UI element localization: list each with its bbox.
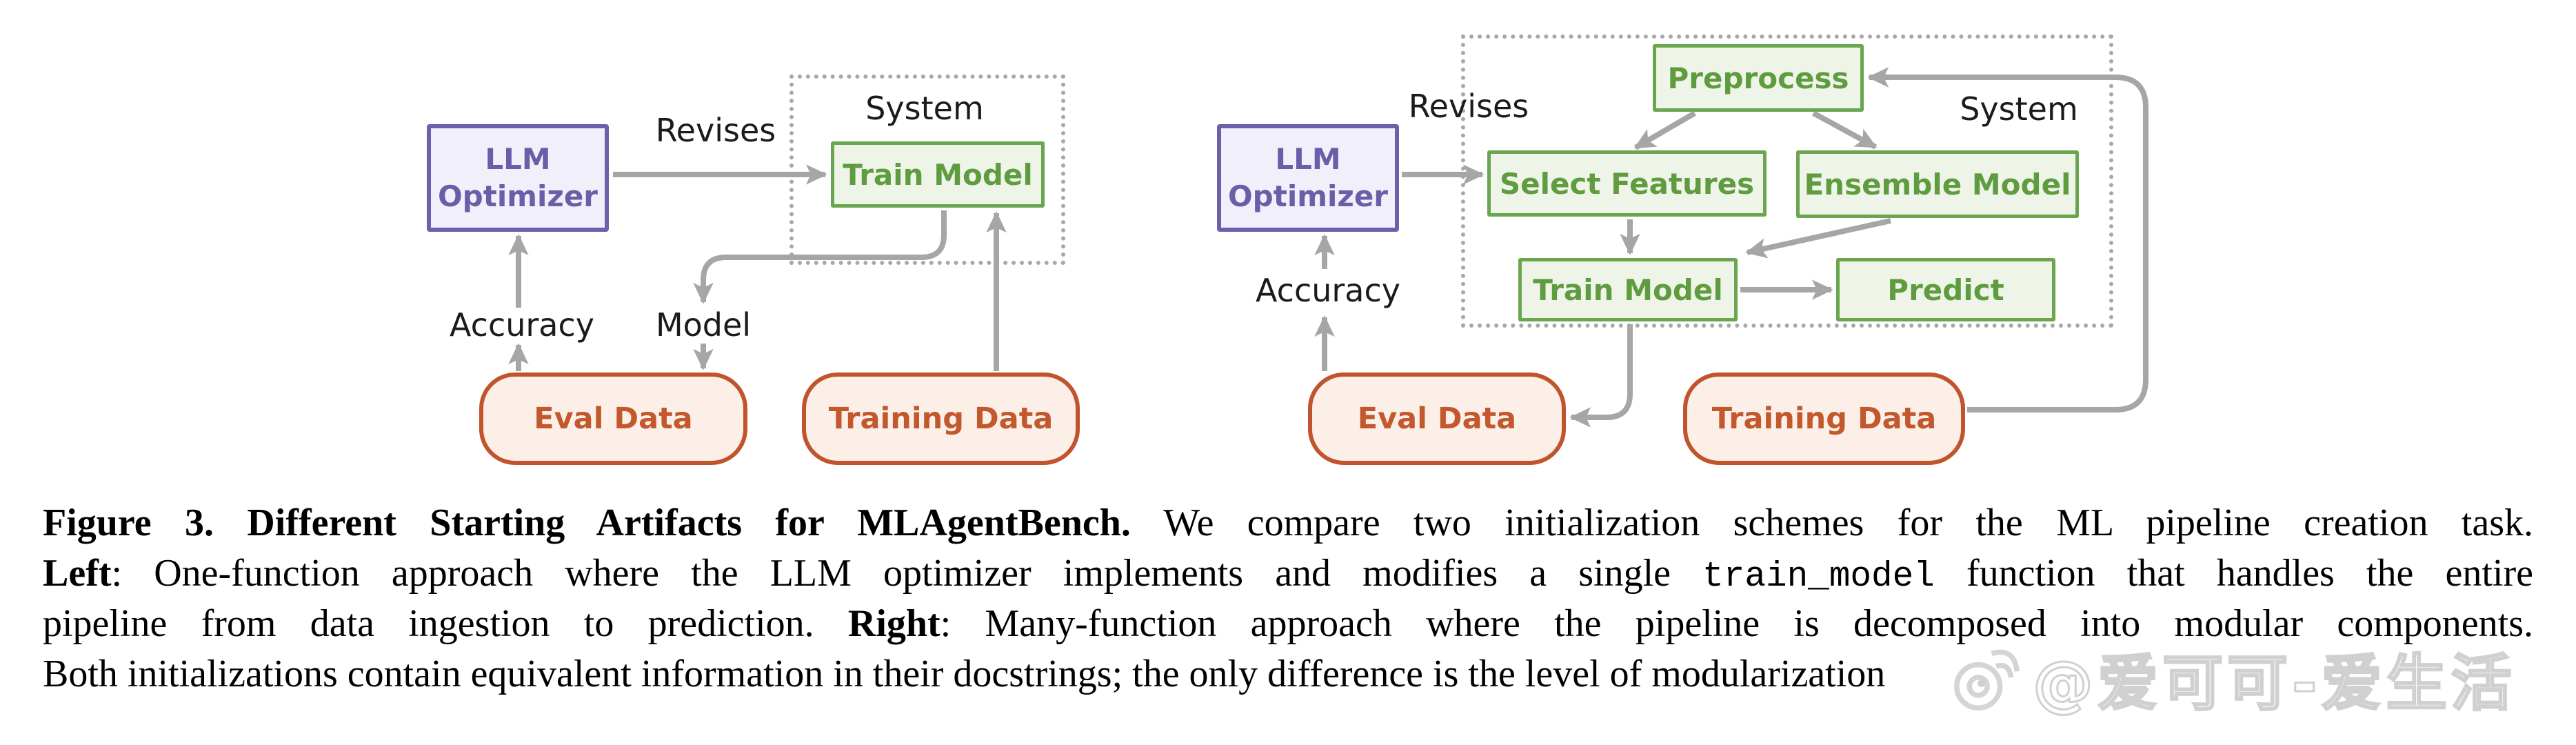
accuracy-label-left: Accuracy — [450, 306, 595, 344]
llm-optimizer-box-left: LLM Optimizer — [427, 124, 609, 232]
llm-optimizer-label-right: LLM Optimizer — [1227, 142, 1389, 213]
caption-line4-text: Both initializations contain equivalent … — [43, 653, 1886, 695]
llm-optimizer-label-left: LLM Optimizer — [437, 142, 598, 213]
eval-data-box-right: Eval Data — [1308, 372, 1566, 465]
caption-line3-start: pipeline from data ingestion to predicti… — [43, 602, 848, 645]
preprocess-label: Preprocess — [1667, 61, 1849, 95]
train-model-box-left: Train Model — [831, 141, 1045, 208]
training-data-box-left: Training Data — [802, 372, 1080, 465]
training-data-label-right: Training Data — [1711, 401, 1937, 436]
caption-figure-title: Figure 3. Different Starting Artifacts f… — [43, 501, 1131, 544]
eval-data-label-right: Eval Data — [1357, 401, 1517, 436]
select-features-label: Select Features — [1499, 166, 1755, 201]
accuracy-label-right: Accuracy — [1256, 272, 1401, 309]
llm-optimizer-box-right: LLM Optimizer — [1217, 124, 1399, 232]
weibo-eye-icon — [1949, 640, 2023, 717]
watermark-text: @爱可可-爱生活 — [2032, 647, 2516, 720]
caption-line2-rest: function that handles the entire — [1934, 552, 2533, 595]
model-label-left: Model — [655, 306, 752, 344]
caption-left-bold: Left — [43, 552, 112, 595]
caption-line1-text: We compare two initialization schemes fo… — [1130, 501, 2533, 544]
caption-train-model-code: train_model — [1702, 557, 1935, 597]
system-label-right: System — [1960, 90, 2078, 128]
train-model-label-right: Train Model — [1533, 272, 1723, 307]
predict-box: Predict — [1836, 258, 2055, 321]
eval-data-box-left: Eval Data — [479, 372, 747, 465]
arrow-train-model-evaldata-right — [1569, 324, 1633, 428]
figure-caption: Figure 3. Different Starting Artifacts f… — [43, 498, 2533, 699]
caption-line2-mid: : One-function approach where the LLM op… — [111, 552, 1703, 595]
training-data-box-right: Training Data — [1683, 372, 1965, 465]
revises-label-right: Revises — [1408, 88, 1529, 125]
caption-line-1: Figure 3. Different Starting Artifacts f… — [43, 498, 2533, 548]
caption-line-2: Left: One-function approach where the LL… — [43, 548, 2533, 599]
select-features-box: Select Features — [1487, 150, 1767, 217]
predict-label: Predict — [1887, 272, 2004, 307]
ensemble-model-label: Ensemble Model — [1804, 167, 2071, 201]
caption-line-3: pipeline from data ingestion to predicti… — [43, 599, 2533, 649]
training-data-label-left: Training Data — [828, 401, 1054, 436]
caption-line-4: Both initializations contain equivalent … — [43, 649, 2533, 699]
system-label-left: System — [865, 90, 984, 127]
train-model-box-right: Train Model — [1518, 258, 1738, 321]
revises-label-left: Revises — [655, 112, 776, 149]
caption-line3-rest: : Many-function approach where the pipel… — [940, 602, 2533, 645]
watermark: @爱可可-爱生活 — [1949, 635, 2516, 722]
ensemble-model-box: Ensemble Model — [1796, 150, 2079, 218]
preprocess-box: Preprocess — [1653, 44, 1864, 112]
eval-data-label-left: Eval Data — [534, 401, 693, 436]
train-model-label-left: Train Model — [843, 157, 1033, 192]
caption-right-bold: Right — [847, 602, 940, 645]
